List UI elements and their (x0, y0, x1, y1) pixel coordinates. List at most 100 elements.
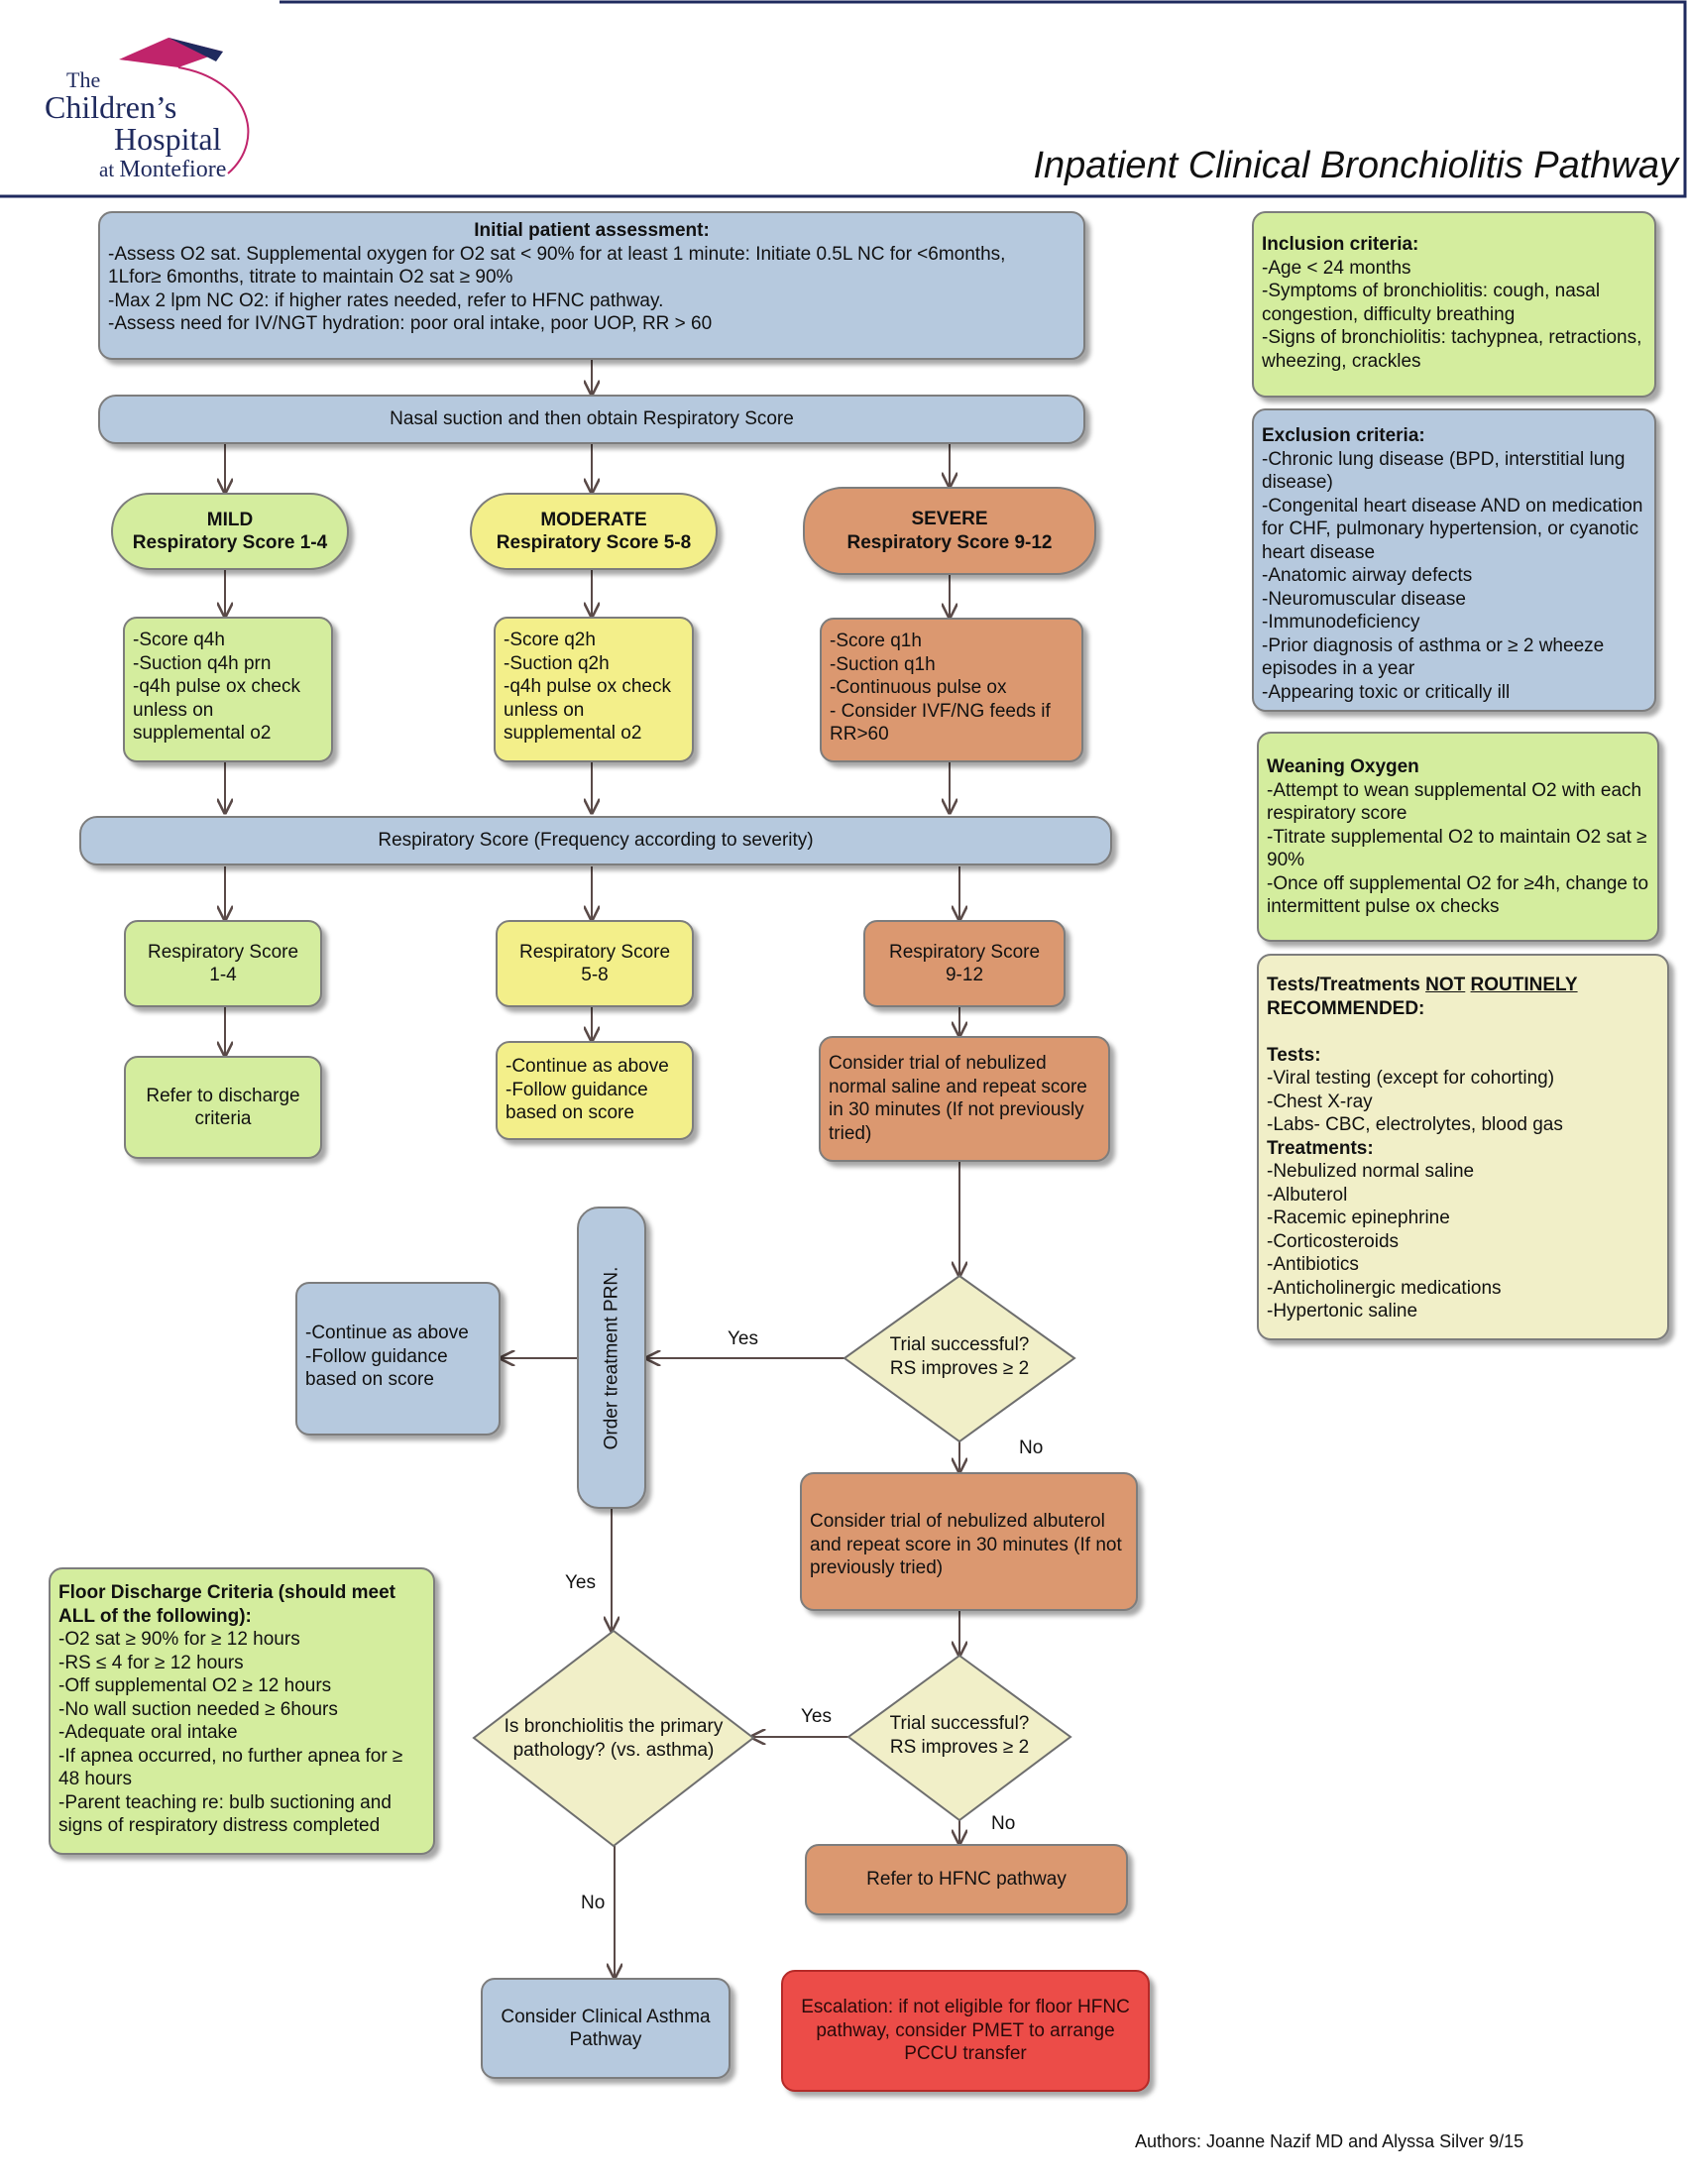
exclusion-criteria-box: Exclusion criteria: -Chronic lung diseas… (1252, 408, 1656, 712)
tests-line-1: -Viral testing (except for cohorting) (1267, 1068, 1555, 1089)
mild-title: MILD (206, 509, 254, 530)
floor-discharge-criteria-box: Floor Discharge Criteria (should meet AL… (49, 1567, 435, 1855)
treatments-line-3: -Racemic epinephrine (1267, 1207, 1450, 1228)
discharge-line-3: -Off supplemental O2 ≥ 12 hours (58, 1675, 332, 1696)
weaning-line-6: intermittent pulse ox checks (1267, 896, 1500, 917)
tests-line-2: -Chest X-ray (1267, 1091, 1373, 1112)
edge-label-no-1: No (1019, 1437, 1044, 1458)
initial-line-3: -Max 2 lpm NC O2: if higher rates needed… (108, 289, 664, 311)
treatments-line-5: -Antibiotics (1267, 1254, 1359, 1275)
diamond1-line-1: Trial successful? (889, 1334, 1030, 1355)
moderate-care-line-1: -Score q2h (504, 630, 596, 650)
diamond3-line-1: Is bronchiolitis the primary (504, 1716, 724, 1737)
initial-line-4: -Assess need for IV/NGT hydration: poor … (108, 313, 713, 334)
discharge-line-6: -If apnea occurred, no further apnea for… (58, 1745, 403, 1767)
diamond-primary-pathology (472, 1629, 755, 1848)
treatments-line-2: -Albuterol (1267, 1184, 1348, 1206)
tests-heading-a: Tests/Treatments (1267, 975, 1426, 995)
tests-treatments-box: Tests/Treatments NOT ROUTINELY RECOMMEND… (1257, 954, 1669, 1340)
severe-care-line-3: -Continuous pulse ox (830, 677, 1007, 698)
moderate-care-line-3: -q4h pulse ox check (504, 676, 671, 697)
left-continue-line-1: -Continue as above (305, 1322, 469, 1343)
left-continue-box: -Continue as above -Follow guidance base… (295, 1282, 501, 1436)
discharge-heading-1: Floor Discharge Criteria (should meet (58, 1582, 395, 1603)
exclusion-line-9: -Prior diagnosis of asthma or ≥ 2 wheeze (1262, 634, 1605, 656)
asthma-line-2: Pathway (569, 2029, 642, 2050)
moderate-care-box: -Score q2h -Suction q2h -q4h pulse ox ch… (494, 617, 694, 762)
moderate-rescore-line-2: 5-8 (581, 965, 609, 985)
mild-care-line-2: -Suction q4h prn (133, 652, 272, 674)
moderate-continue-line-1: -Continue as above (506, 1056, 669, 1077)
edge-label-no-3: No (581, 1893, 606, 1913)
tests-heading-line-1: Tests/Treatments NOT ROUTINELY (1267, 974, 1659, 997)
moderate-care-line-5: supplemental o2 (504, 723, 642, 744)
inclusion-line-5: wheezing, crackles (1262, 350, 1421, 372)
severe-severity-box: SEVERE Respiratory Score 9-12 (803, 487, 1096, 575)
inclusion-line-1: -Age < 24 months (1262, 257, 1411, 279)
logo-line-4a: at (99, 158, 115, 181)
inclusion-line-4: -Signs of bronchiolitis: tachypnea, retr… (1262, 327, 1642, 348)
tests-heading-b: RECOMMENDED: (1267, 997, 1425, 1019)
severe-care-line-2: -Suction q1h (830, 653, 936, 675)
initial-line-2: 1Lfor≥ 6months, titrate to maintain O2 s… (108, 267, 513, 287)
diamond2-line-2: RS improves ≥ 2 (889, 1736, 1030, 1758)
moderate-rescore-box: Respiratory Score 5-8 (496, 920, 694, 1007)
diamond-trial-2-label: Trial successful? RS improves ≥ 2 (860, 1712, 1059, 1759)
inclusion-heading: Inclusion criteria: (1262, 234, 1419, 255)
diamond-primary-pathology-label: Is bronchiolitis the primary pathology? … (485, 1715, 742, 1762)
respiratory-score-bar: Respiratory Score (Frequency according t… (79, 816, 1112, 865)
diamond-trial-1 (843, 1274, 1076, 1443)
weaning-line-1: -Attempt to wean supplemental O2 with ea… (1267, 779, 1642, 801)
mild-score: Respiratory Score 1-4 (132, 532, 328, 553)
treatments-label: Treatments: (1267, 1137, 1374, 1159)
initial-line-1: -Assess O2 sat. Supplemental oxygen for … (108, 243, 1006, 265)
mild-care-line-5: supplemental o2 (133, 723, 272, 744)
edge-label-no-2: No (991, 1813, 1016, 1834)
inclusion-line-3: congestion, difficulty breathing (1262, 303, 1516, 325)
asthma-pathway-box: Consider Clinical Asthma Pathway (481, 1978, 731, 2079)
tests-label: Tests: (1267, 1044, 1321, 1066)
edge-label-yes-2: Yes (565, 1572, 596, 1593)
severe-care-line-1: -Score q1h (830, 631, 922, 651)
edge-label-yes-3: Yes (801, 1706, 832, 1727)
weaning-line-2: respiratory score (1267, 803, 1407, 824)
weaning-line-4: 90% (1267, 850, 1305, 870)
severe-rescore-line-2: 9-12 (945, 965, 984, 985)
escalation-line-3: PCCU transfer (904, 2043, 1027, 2065)
exclusion-heading: Exclusion criteria: (1262, 425, 1425, 446)
asthma-line-1: Consider Clinical Asthma (501, 2006, 711, 2027)
discharge-line-8: -Parent teaching re: bulb suctioning and (58, 1791, 392, 1813)
order-treatment-prn-label: Order treatment PRN. (601, 1266, 622, 1449)
logo-line-3: Hospital (114, 121, 222, 157)
left-continue-line-2: -Follow guidance (305, 1345, 448, 1367)
treatments-line-7: -Hypertonic saline (1267, 1301, 1418, 1322)
severe-care-box: -Score q1h -Suction q1h -Continuous puls… (820, 618, 1083, 762)
discharge-line-2: -RS ≤ 4 for ≥ 12 hours (58, 1652, 244, 1673)
escalation-line-1: Escalation: if not eligible for floor HF… (801, 1997, 1130, 2018)
saline-line-3: in 30 minutes (If not previously (829, 1099, 1084, 1120)
initial-assessment-heading: Initial patient assessment: (474, 220, 710, 241)
inclusion-criteria-box: Inclusion criteria: -Age < 24 months -Sy… (1252, 211, 1656, 398)
tests-heading-not: NOT (1425, 975, 1466, 995)
exclusion-line-8: -Immunodeficiency (1262, 612, 1420, 632)
weaning-line-5: -Once off supplemental O2 for ≥4h, chang… (1267, 872, 1649, 894)
exclusion-line-10: episodes in a year (1262, 658, 1415, 679)
severe-rescore-box: Respiratory Score 9-12 (863, 920, 1066, 1007)
logo-line-4b: Montefiore (119, 157, 227, 182)
moderate-rescore-line-1: Respiratory Score (518, 941, 671, 963)
logo-line-2: Children’s (45, 89, 177, 125)
refer-discharge-line-1: Refer to discharge (146, 1085, 300, 1106)
inclusion-line-2: -Symptoms of bronchiolitis: cough, nasal (1262, 281, 1601, 301)
edge-label-yes-1: Yes (728, 1328, 758, 1349)
albuterol-trial-box: Consider trial of nebulized albuterol an… (800, 1472, 1138, 1611)
tests-spacer (1267, 1020, 1659, 1044)
hospital-logo: The Children’s Hospital at Montefiore (20, 30, 268, 181)
saline-line-2: normal saline and repeat score (829, 1076, 1087, 1097)
moderate-score: Respiratory Score 5-8 (496, 532, 692, 553)
treatments-line-6: -Anticholinergic medications (1267, 1277, 1502, 1299)
moderate-title: MODERATE (540, 509, 647, 530)
severe-care-line-5: RR>60 (830, 724, 889, 745)
refer-discharge-line-2: criteria (194, 1108, 252, 1129)
saline-line-4: tried) (829, 1122, 872, 1144)
